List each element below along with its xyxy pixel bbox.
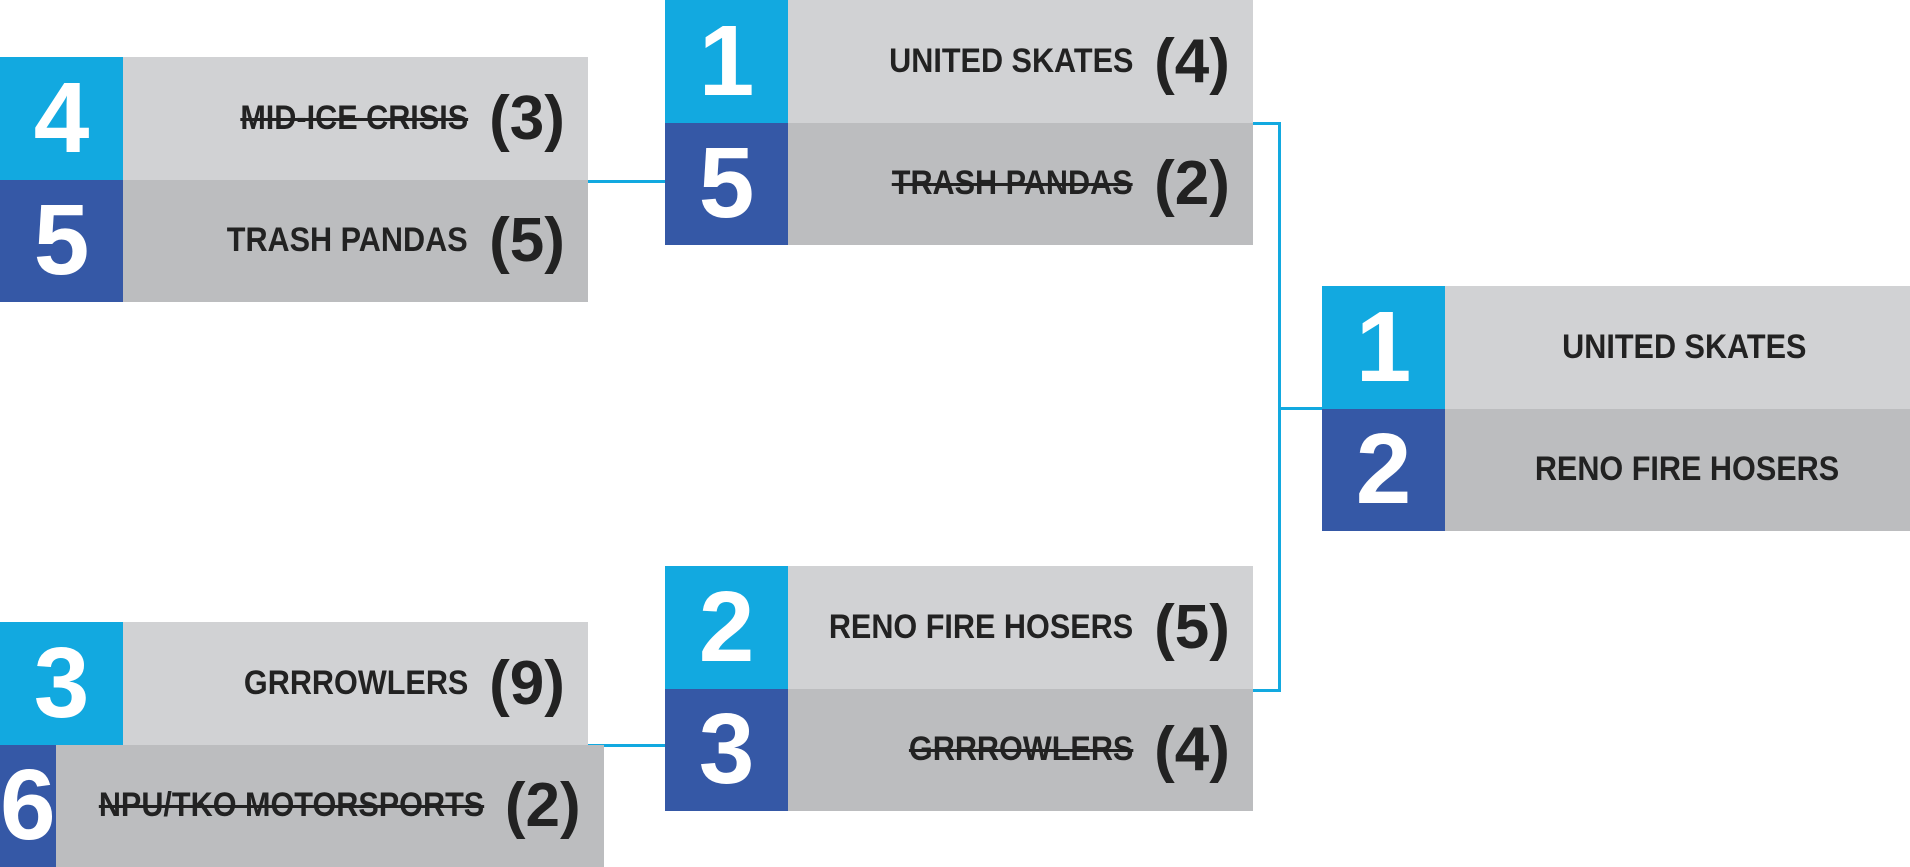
team-body: RENO FIRE HOSERS bbox=[1445, 408, 1910, 531]
team-row: 5 TRASH PANDAS (5) bbox=[0, 179, 588, 302]
team-row: 1 UNITED SKATES bbox=[1322, 286, 1910, 409]
team-body: GRRROWLERS (9) bbox=[123, 622, 588, 745]
team-body: UNITED SKATES bbox=[1445, 286, 1910, 409]
seed-number: 2 bbox=[1322, 408, 1445, 531]
seed-number: 5 bbox=[0, 179, 123, 302]
team-name: TRASH PANDAS bbox=[227, 221, 468, 260]
match-sf2: 2 RENO FIRE HOSERS (5) 3 GRRROWLERS (4) bbox=[665, 566, 1253, 811]
team-name: TRASH PANDAS bbox=[892, 164, 1133, 203]
team-name: GRRROWLERS bbox=[243, 663, 468, 702]
team-row: 2 RENO FIRE HOSERS bbox=[1322, 408, 1910, 531]
team-body: TRASH PANDAS (2) bbox=[788, 122, 1253, 245]
seed-number: 1 bbox=[665, 0, 788, 123]
team-row: 3 GRRROWLERS (9) bbox=[0, 622, 588, 745]
team-name: MID-ICE CRISIS bbox=[240, 98, 468, 137]
team-score: (3) bbox=[489, 83, 565, 153]
match-qf2: 3 GRRROWLERS (9) 6 NPU/TKO MOTORSPORTS (2) bbox=[0, 622, 604, 867]
team-row: 5 TRASH PANDAS (2) bbox=[665, 122, 1253, 245]
team-name: UNITED SKATES bbox=[1561, 327, 1807, 366]
team-body: RENO FIRE HOSERS (5) bbox=[788, 566, 1253, 689]
seed-number: 3 bbox=[0, 622, 123, 745]
team-row: 3 GRRROWLERS (4) bbox=[665, 688, 1253, 811]
team-name: GRRROWLERS bbox=[908, 730, 1133, 769]
team-row: 2 RENO FIRE HOSERS (5) bbox=[665, 566, 1253, 689]
team-score: (5) bbox=[1154, 592, 1230, 662]
seed-number: 5 bbox=[665, 122, 788, 245]
connector bbox=[1253, 122, 1281, 125]
team-name: NPU/TKO MOTORSPORTS bbox=[98, 786, 484, 825]
seed-number: 1 bbox=[1322, 286, 1445, 409]
team-body: TRASH PANDAS (5) bbox=[123, 179, 588, 302]
team-score: (5) bbox=[489, 206, 565, 276]
team-row: 6 NPU/TKO MOTORSPORTS (2) bbox=[0, 744, 604, 867]
team-score: (2) bbox=[1154, 149, 1230, 219]
connector bbox=[1253, 689, 1281, 692]
team-row: 1 UNITED SKATES (4) bbox=[665, 0, 1253, 123]
seed-number: 2 bbox=[665, 566, 788, 689]
match-sf1: 1 UNITED SKATES (4) 5 TRASH PANDAS (2) bbox=[665, 0, 1253, 245]
match-qf1: 4 MID-ICE CRISIS (3) 5 TRASH PANDAS (5) bbox=[0, 57, 588, 302]
seed-number: 4 bbox=[0, 57, 123, 180]
team-body: MID-ICE CRISIS (3) bbox=[123, 57, 588, 180]
connector bbox=[587, 180, 665, 183]
team-score: (2) bbox=[504, 771, 581, 841]
team-name: RENO FIRE HOSERS bbox=[1535, 450, 1840, 489]
team-body: UNITED SKATES (4) bbox=[788, 0, 1253, 123]
team-score: (4) bbox=[1154, 715, 1230, 785]
team-row: 4 MID-ICE CRISIS (3) bbox=[0, 57, 588, 180]
team-name: RENO FIRE HOSERS bbox=[828, 607, 1133, 646]
match-final: 1 UNITED SKATES 2 RENO FIRE HOSERS bbox=[1322, 286, 1910, 531]
team-score: (9) bbox=[489, 648, 565, 718]
seed-number: 6 bbox=[0, 744, 56, 867]
team-score: (4) bbox=[1154, 26, 1230, 96]
connector bbox=[1278, 407, 1322, 410]
team-body: NPU/TKO MOTORSPORTS (2) bbox=[55, 744, 604, 867]
connector bbox=[587, 744, 665, 747]
team-name: UNITED SKATES bbox=[888, 41, 1133, 80]
team-body: GRRROWLERS (4) bbox=[788, 688, 1253, 811]
seed-number: 3 bbox=[665, 688, 788, 811]
